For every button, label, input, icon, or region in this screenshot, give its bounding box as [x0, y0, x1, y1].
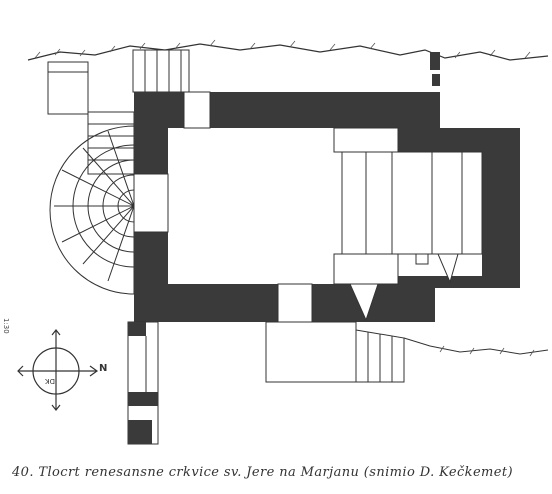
wall-fragment-top-right-2	[432, 74, 440, 86]
wedge-window-right	[437, 253, 459, 284]
west-steps	[87, 111, 135, 175]
compass-rose	[17, 329, 99, 411]
sanctuary-steps	[333, 127, 483, 285]
figure-caption: 40. Tlocrt renesansne crkvice sv. Jere n…	[12, 465, 513, 480]
west-doorway	[133, 173, 169, 233]
north-stairs	[47, 49, 190, 115]
window-south	[277, 283, 313, 323]
semicircular-stairs	[49, 125, 135, 295]
south-stairs	[265, 321, 405, 383]
north-label: N	[99, 363, 108, 374]
wedge-window-south	[349, 283, 379, 322]
wall-fragment-top-right	[430, 52, 440, 70]
altar-niche	[415, 253, 429, 265]
terrain-line-south	[403, 337, 549, 355]
west-boundary-wall	[127, 321, 159, 445]
terrain-hatch-top	[34, 39, 531, 59]
terrain-line-top	[27, 43, 549, 61]
terrain-hatch-south	[439, 345, 535, 357]
window-north	[183, 91, 211, 129]
survey-mark-label: DK	[45, 377, 55, 385]
church-walls	[134, 92, 520, 322]
scale-label: 1:30	[2, 318, 10, 334]
